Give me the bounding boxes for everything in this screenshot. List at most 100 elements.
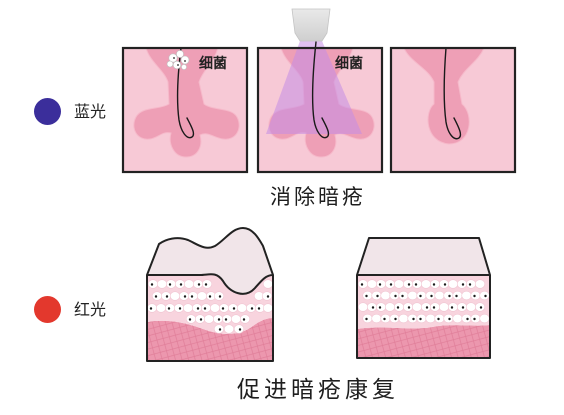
bacterium [181,64,187,70]
red-light-dot [34,296,61,323]
skin-cell [474,279,486,289]
skin-cells [357,279,490,324]
cell-nucleus [419,294,422,298]
bacterium-dot [177,64,179,66]
skin-cell [461,290,472,301]
cell-nucleus [238,328,242,331]
skin-cell [384,302,396,312]
uneven-skin-surface [146,227,274,295]
cell-nucleus [365,294,368,298]
cell-nucleus [396,306,400,309]
cell-nucleus [168,283,172,286]
cell-nucleus [208,295,212,298]
cell-nucleus [479,306,483,309]
cell-nucleus [461,306,465,309]
blue-light-label: 蓝光 [74,102,107,121]
cell-nucleus [183,295,187,298]
cell-nucleus [378,306,382,309]
skin-block-scarred [146,227,274,362]
panel-frame [389,46,517,174]
skin-cell [223,324,235,334]
cell-nucleus [221,307,225,310]
cell-nucleus [448,294,451,298]
cell-nucleus [407,306,411,309]
hair-strand [311,41,330,139]
bacterium [180,55,190,65]
skin-cell [425,313,436,324]
bacterium [168,53,178,63]
cell-nucleus [217,318,221,321]
bacteria-label-panel-1: 细菌 [199,56,227,72]
bacterium [176,50,184,58]
cell-nucleus [371,306,375,309]
skin-cell [366,279,378,289]
skin-cell [209,303,221,313]
cell-nucleus [473,294,476,298]
cell-nucleus [414,283,418,286]
skin-cell [156,279,168,289]
cell-nucleus [437,317,440,321]
skin-cell [411,302,423,312]
cell-nucleus [461,283,465,286]
cell-nucleus [224,318,228,321]
hair-strand [176,48,195,139]
cell-nucleus [468,283,472,286]
cell-nucleus [466,317,469,321]
skin-cell [155,303,167,313]
cell-nucleus [196,307,200,310]
cell-nucleus [383,317,386,321]
follicle-panel-2 [256,8,384,174]
cell-nucleus [401,294,404,298]
skin-cell [183,279,195,289]
cell-nucleus [179,283,183,286]
cell-nucleus [257,307,261,310]
acne-removal-caption: 消除暗疮 [270,185,366,209]
cell-nucleus [188,318,192,321]
skin-cell [407,290,418,301]
skin-cell [262,303,274,313]
cell-nucleus [149,307,153,310]
cell-nucleus [473,317,476,321]
skin-cell [479,313,490,324]
bacteria-cluster [166,50,190,70]
cell-nucleus [455,294,458,298]
skin-cell [203,314,215,324]
cell-nucleus [167,307,171,310]
panel-frame [121,46,249,174]
dermis-texture [357,325,490,358]
cell-nucleus [204,283,208,286]
skin-cell [452,313,463,324]
skin-cell [398,313,409,324]
cell-nucleus [425,306,429,309]
cell-nucleus [430,294,433,298]
skin-cell [357,302,369,312]
skin-block-healed [356,237,491,359]
skin-cell [447,279,459,289]
cell-nucleus [378,283,382,286]
blue-light-beam [266,41,362,134]
follicle-panel-3 [389,46,517,174]
skin-cell [262,279,274,289]
cell-nucleus [178,307,182,310]
skin-cell [196,291,208,301]
skin-cell [420,279,432,289]
block-outline [356,275,491,359]
bacterium-dot [184,60,186,62]
inflamed-follicle [133,48,240,158]
skin-cell [465,302,477,312]
dermis-texture [147,318,273,361]
block-outline [146,275,274,362]
cell-nucleus [360,283,364,286]
red-light-label: 红光 [74,300,107,319]
skin-cell [169,291,181,301]
cell-nucleus [218,295,222,298]
cell-nucleus [197,283,201,286]
cell-nucleus [242,318,246,321]
skin-cell [230,314,242,324]
cell-nucleus [432,306,436,309]
cell-nucleus [484,294,487,298]
cell-nucleus [266,295,270,298]
cell-nucleus [250,307,254,310]
panel-frame [256,46,384,174]
